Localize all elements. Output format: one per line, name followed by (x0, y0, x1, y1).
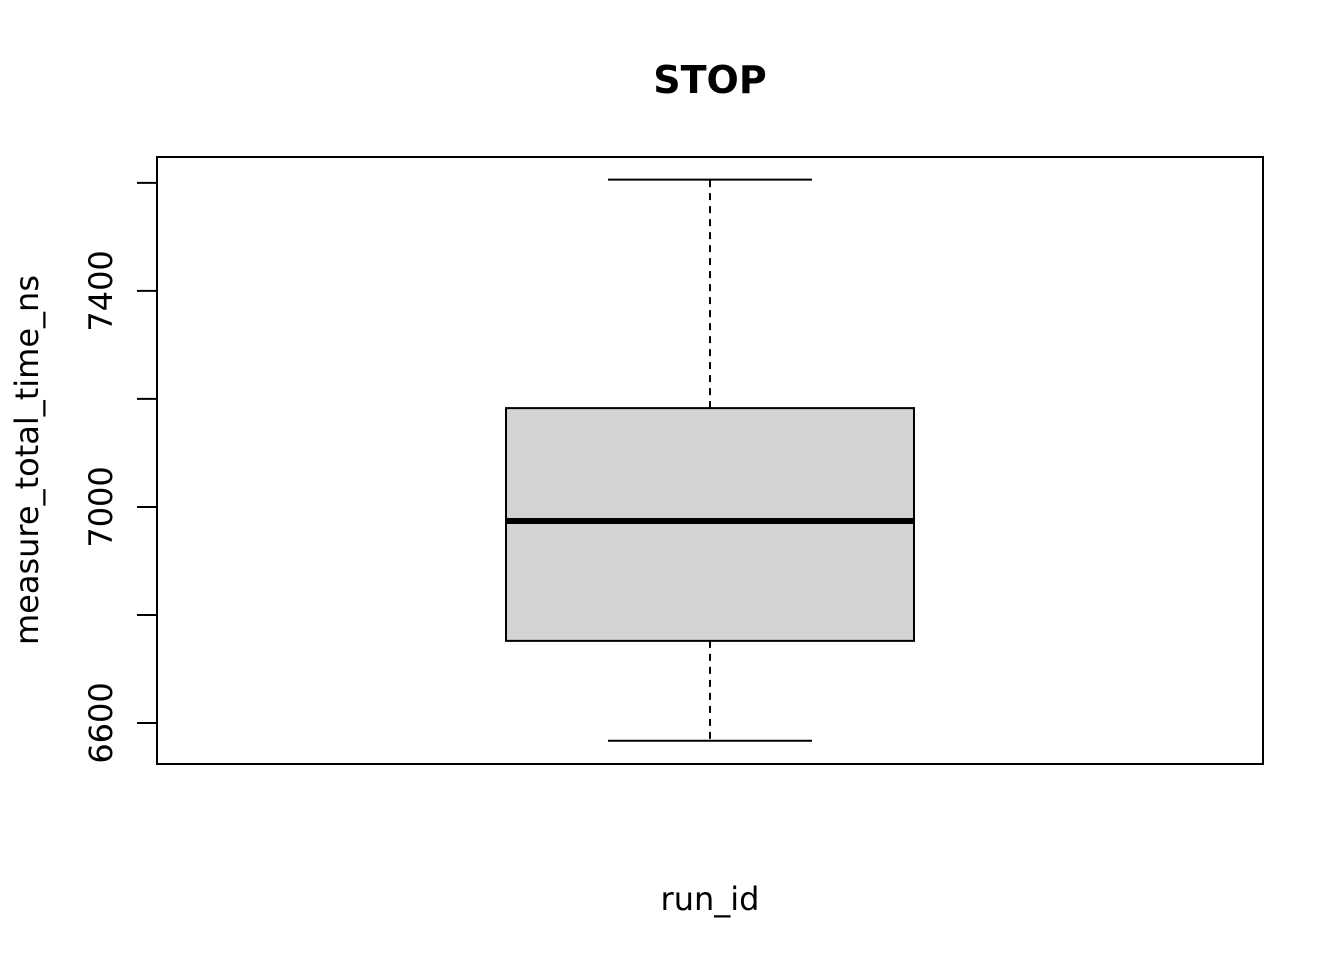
interquartile-box (505, 407, 915, 642)
chart-title: STOP (653, 58, 766, 102)
y-tick-label: 7400 (82, 250, 120, 331)
plot-frame (156, 156, 1264, 765)
box-plot (505, 178, 915, 742)
y-axis: 6600 7000 7400 (82, 181, 157, 764)
y-axis-label: measure_total_time_ns (8, 275, 46, 645)
x-axis-label: run_id (661, 880, 760, 918)
y-tick-label: 6600 (82, 682, 120, 763)
y-tick-label: 7000 (82, 466, 120, 547)
